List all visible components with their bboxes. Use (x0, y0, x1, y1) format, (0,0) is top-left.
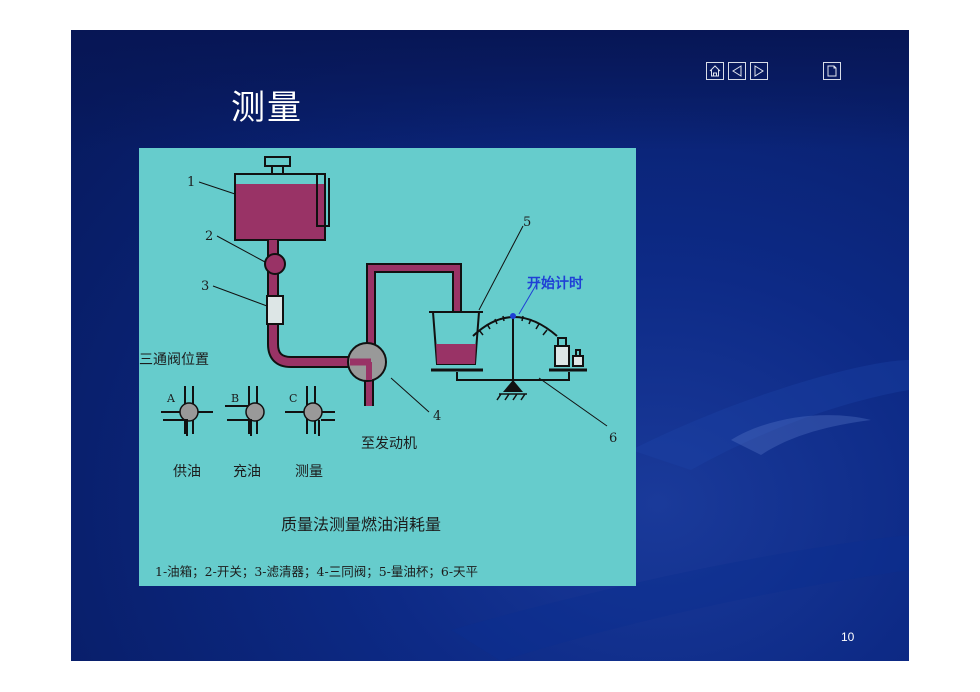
valve-a-label: 供油 (173, 464, 201, 480)
number-6: 6 (609, 431, 617, 446)
filter (266, 295, 284, 325)
measuring-cup (429, 311, 483, 365)
nav-group (706, 62, 768, 80)
number-5: 5 (523, 215, 531, 230)
balance (431, 313, 587, 401)
valve-position-a: A 供油 (161, 386, 213, 480)
tank-cap (264, 156, 291, 175)
valve-position-c: C 测量 (285, 386, 335, 480)
slide-top-shade (71, 30, 909, 150)
valve-section-title: 三通阀位置 (139, 352, 209, 368)
three-way-valve (347, 342, 387, 382)
next-icon[interactable] (750, 62, 768, 80)
valve-position-b: B 充油 (225, 386, 265, 480)
number-3: 3 (201, 279, 209, 294)
start-timing-label: 开始计时 (527, 275, 583, 292)
fuel-measurement-diagram: 1 2 3 4 5 6 开始计时 三通阀位置 至发动机 A 供油 B 充油 (139, 148, 636, 586)
previous-icon[interactable] (728, 62, 746, 80)
switch (264, 253, 286, 275)
background-swoosh (451, 360, 909, 661)
page-number: 10 (841, 630, 855, 644)
valve-a-letter: A (166, 392, 176, 405)
diagram-caption: 质量法测量燃油消耗量 (281, 515, 441, 534)
number-4: 4 (433, 409, 441, 424)
number-2: 2 (205, 229, 213, 244)
document-icon[interactable] (823, 62, 841, 80)
number-1: 1 (187, 175, 195, 190)
diagram-legend: 1-油箱；2-开关；3-滤清器；4-三同阀；5-量油杯；6-天平 (155, 564, 478, 579)
to-engine-label: 至发动机 (361, 436, 417, 452)
leader-lines (198, 181, 608, 427)
valve-c-letter: C (289, 392, 297, 405)
valve-c-label: 测量 (295, 464, 323, 480)
valve-b-label: 充油 (233, 464, 261, 480)
fuel-pipe (267, 240, 351, 368)
home-icon[interactable] (706, 62, 724, 80)
valve-b-letter: B (231, 392, 239, 405)
nav-group-end (823, 62, 841, 80)
slide-title: 测量 (231, 88, 303, 128)
fuel-tank (234, 173, 330, 241)
